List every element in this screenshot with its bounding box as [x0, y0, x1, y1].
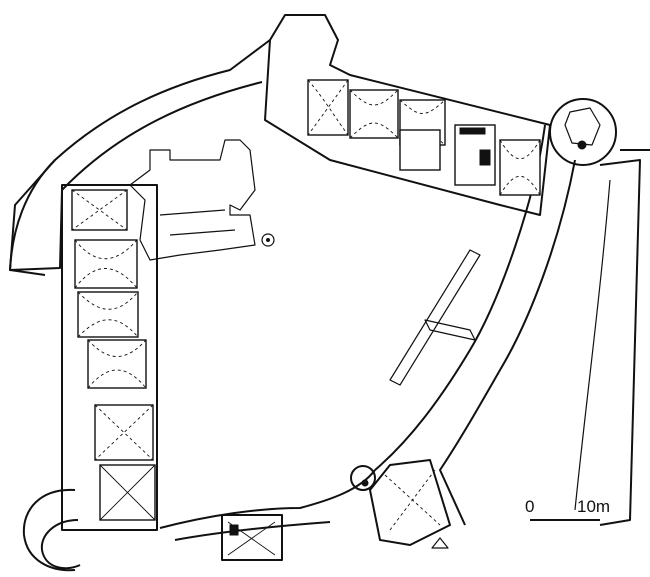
scale-bar-end-label: 10m — [577, 497, 610, 516]
south-tower — [221, 514, 283, 561]
scale-bar: 0 10m — [525, 497, 610, 521]
north-range — [264, 14, 551, 216]
south-east-gatehouse — [350, 459, 451, 549]
courtyard-foundations — [389, 249, 481, 386]
west-range — [61, 184, 158, 531]
scale-bar-start-label: 0 — [525, 497, 534, 516]
north-east-tower — [549, 98, 617, 166]
chapel — [129, 139, 275, 261]
